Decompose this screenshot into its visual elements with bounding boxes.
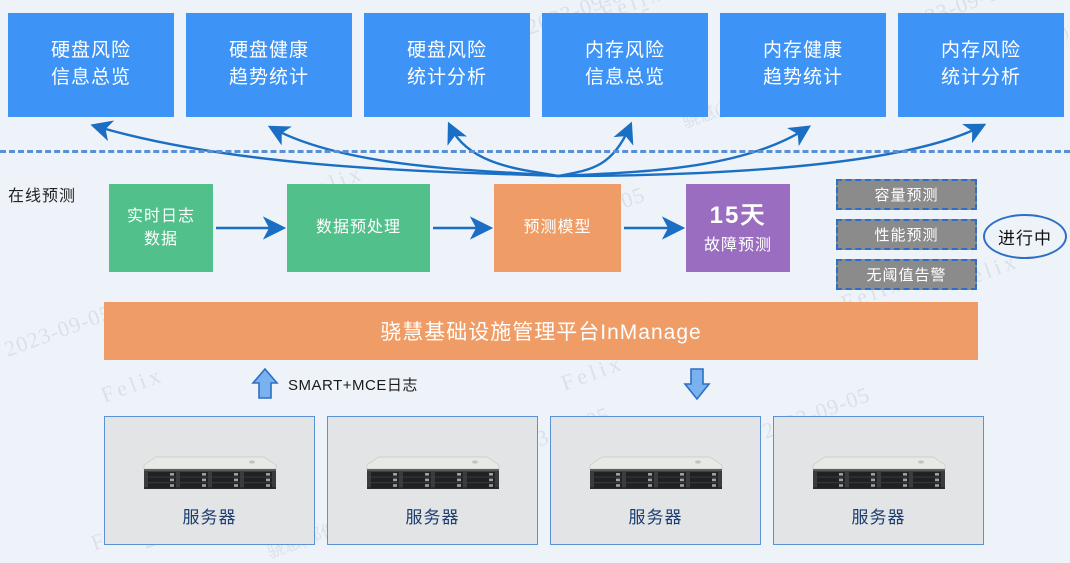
badge-label: 无阈值告警 (866, 267, 947, 284)
step-line-2: 数据 (143, 231, 178, 248)
pipeline-step-label: 预测模型 (523, 219, 592, 237)
card-line-2: 统计分析 (406, 67, 487, 88)
arrow-to-card-3 (447, 121, 559, 178)
step-line-1: 实时日志 (126, 207, 195, 225)
status-label: 进行中 (998, 229, 1052, 248)
roadmap-status-in-progress: 进行中 (983, 214, 1067, 259)
upload-arrow-icon (251, 367, 279, 399)
pipeline-step-label: 数据预处理 (315, 219, 401, 237)
roadmap-badge-capacity-prediction[interactable]: 容量预测 (836, 179, 977, 210)
server-label: 服务器 (628, 508, 683, 527)
section-label-online-prediction: 在线预测 (8, 188, 77, 205)
pipeline-step-prediction-model[interactable]: 预测模型 (494, 184, 621, 272)
pipeline-result-15day-failure-prediction[interactable]: 15天 故障预测 (686, 184, 790, 272)
arrow-to-card-5 (557, 125, 812, 178)
server-card[interactable]: 服务器 (550, 416, 761, 545)
card-line-2: 信息总览 (584, 67, 665, 88)
dashboard-card-disk-risk-analysis[interactable]: 硬盘风险 统计分析 (364, 13, 530, 117)
dashboard-card-memory-risk-overview[interactable]: 内存风险 信息总览 (542, 13, 708, 117)
roadmap-badge-performance-prediction[interactable]: 性能预测 (836, 219, 977, 250)
section-divider (0, 150, 1070, 153)
arrow-to-card-6 (557, 123, 987, 178)
badge-label: 性能预测 (874, 227, 939, 244)
card-line-2: 信息总览 (50, 67, 131, 88)
rack-server-icon (143, 456, 276, 489)
platform-title: 骁慧基础设施管理平台InManage (380, 321, 702, 344)
server-label: 服务器 (405, 508, 460, 527)
server-label: 服务器 (182, 508, 237, 527)
arrow-to-card-1 (90, 120, 559, 178)
dashboard-card-memory-health-trend[interactable]: 内存健康 趋势统计 (720, 13, 886, 117)
card-line-1: 内存健康 (762, 40, 843, 62)
result-headline: 15天 (709, 202, 767, 229)
rack-server-icon (366, 456, 499, 489)
platform-bar-inmanage[interactable]: 骁慧基础设施管理平台InManage (104, 302, 978, 360)
card-line-1: 硬盘健康 (228, 40, 309, 62)
card-line-1: 硬盘风险 (406, 40, 487, 62)
dashboard-card-disk-risk-overview[interactable]: 硬盘风险 信息总览 (8, 13, 174, 117)
rack-server-icon (589, 456, 722, 489)
arrow-to-card-4 (557, 121, 634, 178)
dashboard-card-disk-health-trend[interactable]: 硬盘健康 趋势统计 (186, 13, 352, 117)
ingest-log-label: SMART+MCE日志 (288, 377, 418, 394)
badge-label: 容量预测 (874, 187, 939, 204)
card-line-1: 硬盘风险 (50, 40, 131, 62)
card-line-2: 趋势统计 (762, 67, 843, 88)
server-card[interactable]: 服务器 (104, 416, 315, 545)
server-card[interactable]: 服务器 (773, 416, 984, 545)
card-line-1: 内存风险 (584, 40, 665, 62)
server-label: 服务器 (851, 508, 906, 527)
roadmap-badge-thresholdless-alert[interactable]: 无阈值告警 (836, 259, 977, 290)
pipeline-step-data-preprocessing[interactable]: 数据预处理 (287, 184, 430, 272)
arrow-to-card-2 (267, 125, 559, 178)
dashboard-card-memory-risk-analysis[interactable]: 内存风险 统计分析 (898, 13, 1064, 117)
card-line-2: 趋势统计 (228, 67, 309, 88)
result-text: 15天 故障预测 (704, 199, 772, 257)
result-caption: 故障预测 (703, 236, 772, 254)
pipeline-step-realtime-logs[interactable]: 实时日志 数据 (109, 184, 213, 272)
pipeline-step-label: 实时日志 数据 (127, 205, 195, 251)
rack-server-icon (812, 456, 945, 489)
card-line-2: 统计分析 (940, 67, 1021, 88)
download-arrow-icon (683, 368, 711, 401)
card-line-1: 内存风险 (940, 40, 1021, 62)
server-card[interactable]: 服务器 (327, 416, 538, 545)
